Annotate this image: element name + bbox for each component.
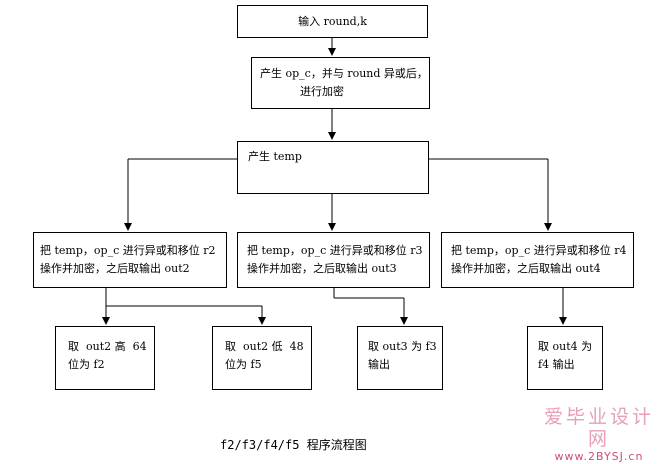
r3-node: 把 temp，op_c 进行异或和移位 r3 操作并加密，之后取输出 out3	[237, 232, 430, 288]
watermark-url: www.2BYSJ.cn	[554, 450, 644, 463]
r4-node: 把 temp，op_c 进行异或和移位 r4 操作并加密，之后取输出 out4	[441, 232, 634, 288]
gen-temp-node: 产生 temp	[237, 141, 429, 194]
input-node: 输入 round,k	[237, 5, 428, 38]
gen-opc-line1: 产生 op_c，并与 round 异或后，	[260, 67, 428, 80]
gen-opc-line2: 进行加密	[300, 85, 344, 98]
watermark-site-name: 爱毕业设计网	[543, 406, 654, 450]
r2-node: 把 temp，op_c 进行异或和移位 r2 操作并加密，之后取输出 out2	[33, 232, 227, 288]
watermark: 爱毕业设计网 www.2BYSJ.cn	[538, 406, 660, 464]
f2-node: 取 out2 高 64 位为 f2	[55, 326, 155, 390]
f5-line2: 位为 f5	[225, 358, 262, 371]
f4-node: 取 out4 为 f4 输出	[527, 326, 603, 390]
f3-node: 取 out3 为 f3 输出	[357, 326, 443, 390]
r4-line1: 把 temp，op_c 进行异或和移位 r4	[451, 244, 627, 257]
input-node-label: 输入 round,k	[298, 15, 367, 28]
f5-node: 取 out2 低 48 位为 f5	[212, 326, 312, 390]
r2-line1: 把 temp，op_c 进行异或和移位 r2	[40, 244, 216, 257]
f2-line2: 位为 f2	[68, 358, 105, 371]
r3-line2: 操作并加密，之后取输出 out3	[247, 262, 397, 275]
r4-line2: 操作并加密，之后取输出 out4	[451, 262, 601, 275]
f2-line1: 取 out2 高 64	[68, 340, 147, 353]
f4-line1: 取 out4 为	[538, 340, 593, 353]
f5-line1: 取 out2 低 48	[225, 340, 304, 353]
r3-line1: 把 temp，op_c 进行异或和移位 r3	[247, 244, 423, 257]
f4-line2: f4 输出	[538, 358, 575, 371]
r2-line2: 操作并加密，之后取输出 out2	[40, 262, 190, 275]
gen-opc-node: 产生 op_c，并与 round 异或后， 进行加密	[251, 57, 430, 109]
f3-line1: 取 out3 为 f3	[368, 340, 437, 353]
gen-temp-label: 产生 temp	[248, 150, 302, 163]
diagram-caption: f2/f3/f4/f5 程序流程图	[220, 438, 367, 452]
f3-line2: 输出	[368, 358, 390, 371]
